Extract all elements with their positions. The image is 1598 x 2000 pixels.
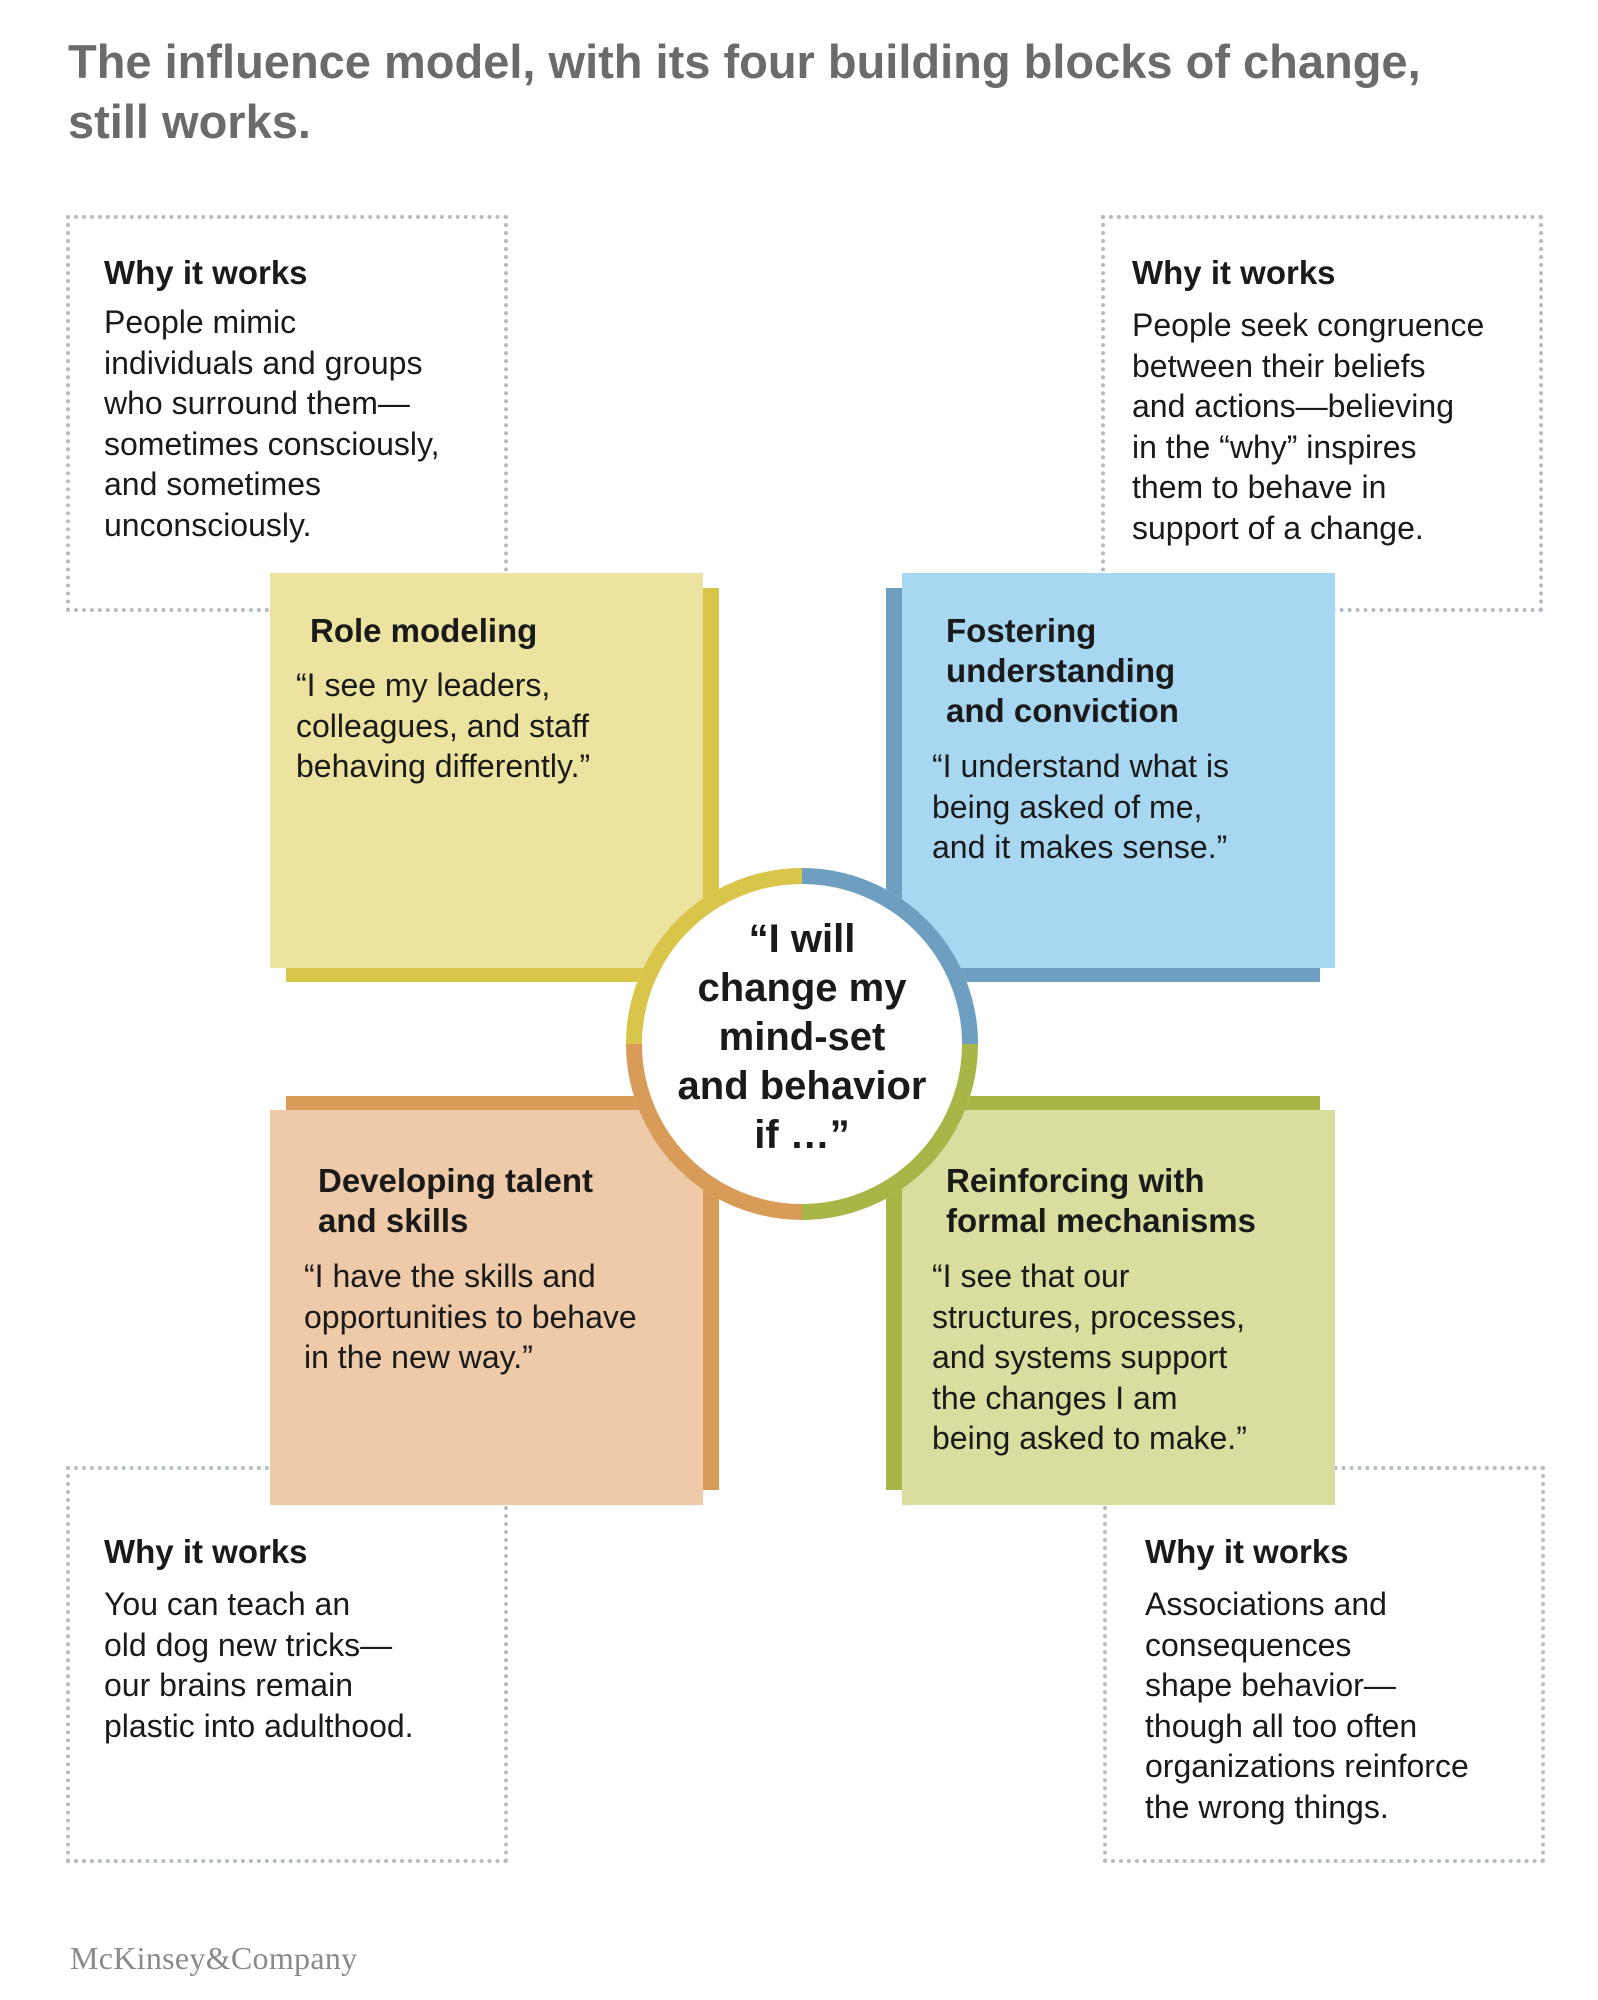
- developing-quote: “I have the skills and opportunities to …: [304, 1258, 637, 1375]
- why-heading-top-right: Why it works: [1132, 254, 1336, 291]
- ring-arc-reinforcing: [801, 1043, 978, 1220]
- block-developing-face: [270, 1110, 703, 1505]
- company-logo: McKinsey&Company: [70, 1940, 358, 1976]
- page-title: The influence model, with its four build…: [68, 35, 1421, 148]
- ring-arc-developing: [626, 1043, 803, 1220]
- why-heading-bottom-right: Why it works: [1145, 1533, 1349, 1570]
- why-body-bottom-left: You can teach an old dog new tricks— our…: [104, 1586, 414, 1744]
- center-ring: [626, 868, 978, 1220]
- developing-title: Developing talent and skills: [318, 1162, 594, 1239]
- center-disc: [626, 868, 978, 1220]
- block-role-modeling-face: [270, 573, 703, 968]
- fostering-quote: “I understand what is being asked of me,…: [932, 748, 1230, 865]
- why-body-top-right: People seek congruence between their bel…: [1132, 307, 1485, 546]
- center-statement: “I will change my mind-set and behavior …: [677, 917, 927, 1157]
- why-body-bottom-right: Associations and consequences shape beha…: [1145, 1586, 1469, 1825]
- block-reinforcing-face: [902, 1110, 1335, 1505]
- reinforcing-title: Reinforcing with formal mechanisms: [946, 1162, 1256, 1239]
- role-modeling-title: Role modeling: [310, 612, 538, 649]
- fostering-title: Fostering understanding and conviction: [946, 612, 1179, 729]
- block-fostering-face: [902, 573, 1335, 968]
- why-heading-top-left: Why it works: [104, 254, 308, 291]
- why-body-top-left: People mimic individuals and groups who …: [104, 304, 440, 543]
- ring-arc-fostering: [801, 868, 978, 1045]
- reinforcing-quote: “I see that our structures, processes, a…: [932, 1258, 1247, 1456]
- role-modeling-quote: “I see my leaders, colleagues, and staff…: [296, 667, 591, 784]
- ring-arc-role: [626, 868, 803, 1045]
- why-heading-bottom-left: Why it works: [104, 1533, 308, 1570]
